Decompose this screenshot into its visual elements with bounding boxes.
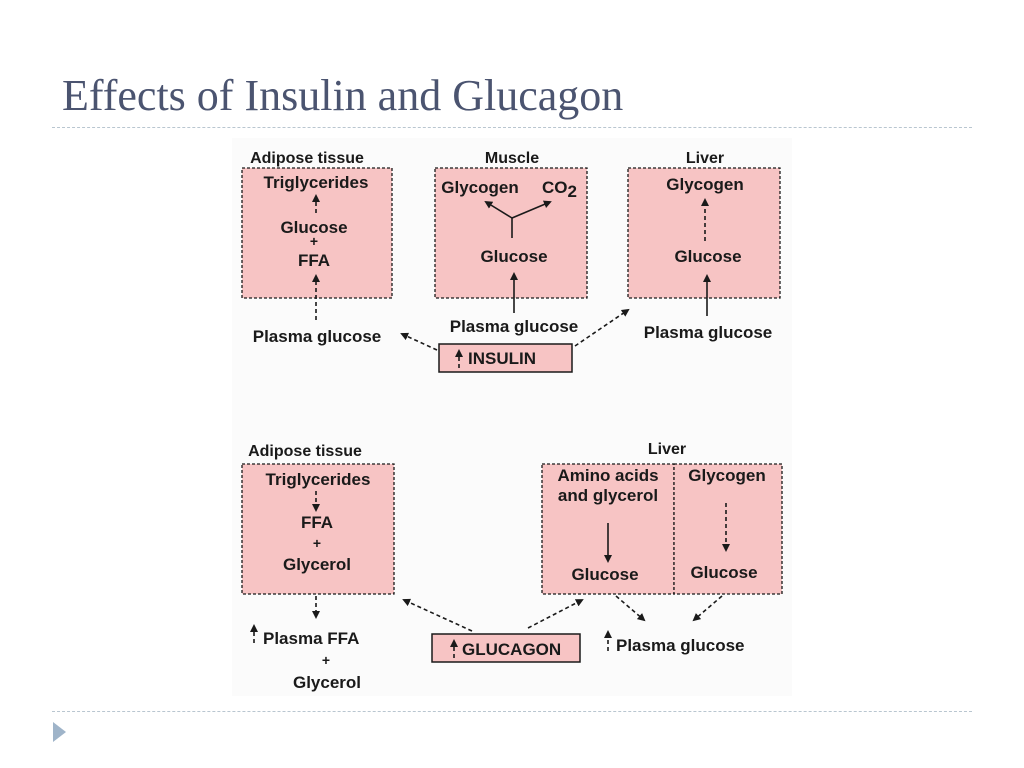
glucagon-to-adipose-arrow: [402, 598, 473, 632]
glucagon-hormone-box: [431, 633, 581, 663]
muscle-branch-left: [484, 200, 513, 219]
liver-glucose-right: Glucose: [690, 563, 757, 582]
liver-glucose-left: Glucose: [571, 565, 638, 584]
glucagon-output-plus: +: [322, 652, 330, 668]
glucagon-adipose-header: Adipose tissue: [248, 443, 362, 460]
insulin-liver-glucose: Glucose: [674, 247, 741, 266]
insulin-muscle-glucose: Glucose: [480, 247, 547, 266]
glucagon-adipose-plus: +: [313, 535, 321, 551]
glucagon-hormone-label: GLUCAGON: [462, 640, 561, 659]
insulin-to-adipose-arrow: [400, 332, 438, 351]
slide-title: Effects of Insulin and Glucagon: [62, 71, 624, 120]
insulin-muscle-header: Muscle: [485, 150, 539, 167]
glucagon-liver-glycogenolysis-box: [673, 463, 783, 595]
glucagon-adipose-box: [241, 463, 395, 595]
insulin-adipose-glucose: Glucose: [280, 218, 347, 237]
insulin-liver-plasma-glucose: Plasma glucose: [644, 323, 773, 342]
insulin-panel: Adipose tissue Triglycerides Glucose + F…: [241, 150, 781, 373]
insulin-muscle-plasma-glucose: Plasma glucose: [450, 317, 579, 336]
liver-amino-acids: Amino acids: [557, 466, 658, 485]
glucagon-adipose-ffa: FFA: [301, 513, 333, 532]
glucagon-plasma-ffa: Plasma FFA: [263, 629, 359, 648]
glucagon-adipose-triglycerides: Triglycerides: [266, 470, 371, 489]
insulin-hormone-label: INSULIN: [468, 349, 536, 368]
glucagon-to-liver-arrow: [527, 599, 584, 629]
insulin-glucagon-diagram: Adipose tissue Triglycerides Glucose + F…: [232, 138, 792, 696]
insulin-muscle-co2: CO2: [542, 178, 577, 201]
muscle-branch-right: [511, 200, 552, 219]
co2-subscript: 2: [568, 182, 577, 201]
glucagon-plasma-glucose: Plasma glucose: [616, 636, 745, 655]
footer-divider: [52, 711, 972, 712]
liver-glycogen: Glycogen: [688, 466, 765, 485]
title-divider: [52, 127, 972, 128]
insulin-adipose-triglycerides: Triglycerides: [264, 173, 369, 192]
triangle-bullet-icon: [53, 722, 66, 742]
insulin-adipose-plus: +: [310, 233, 318, 249]
liver-and-glycerol: and glycerol: [558, 486, 658, 505]
glucagon-output-glycerol: Glycerol: [293, 673, 361, 692]
liver-left-release-arrow: [615, 595, 646, 622]
insulin-hormone-box: [438, 343, 573, 373]
insulin-adipose-plasma-glucose: Plasma glucose: [253, 327, 382, 346]
glucagon-adipose-glycerol: Glycerol: [283, 555, 351, 574]
liver-right-release-arrow: [692, 595, 723, 622]
glucagon-liver-header: Liver: [648, 441, 686, 458]
co2-main: CO: [542, 178, 568, 197]
insulin-liver-header: Liver: [686, 150, 724, 167]
insulin-adipose-ffa: FFA: [298, 251, 330, 270]
insulin-liver-glycogen: Glycogen: [666, 175, 743, 194]
insulin-to-liver-arrow: [574, 308, 630, 347]
insulin-muscle-glycogen: Glycogen: [441, 178, 518, 197]
glucagon-panel: Adipose tissue Triglycerides FFA + Glyce…: [241, 441, 783, 692]
insulin-adipose-header: Adipose tissue: [250, 150, 364, 167]
